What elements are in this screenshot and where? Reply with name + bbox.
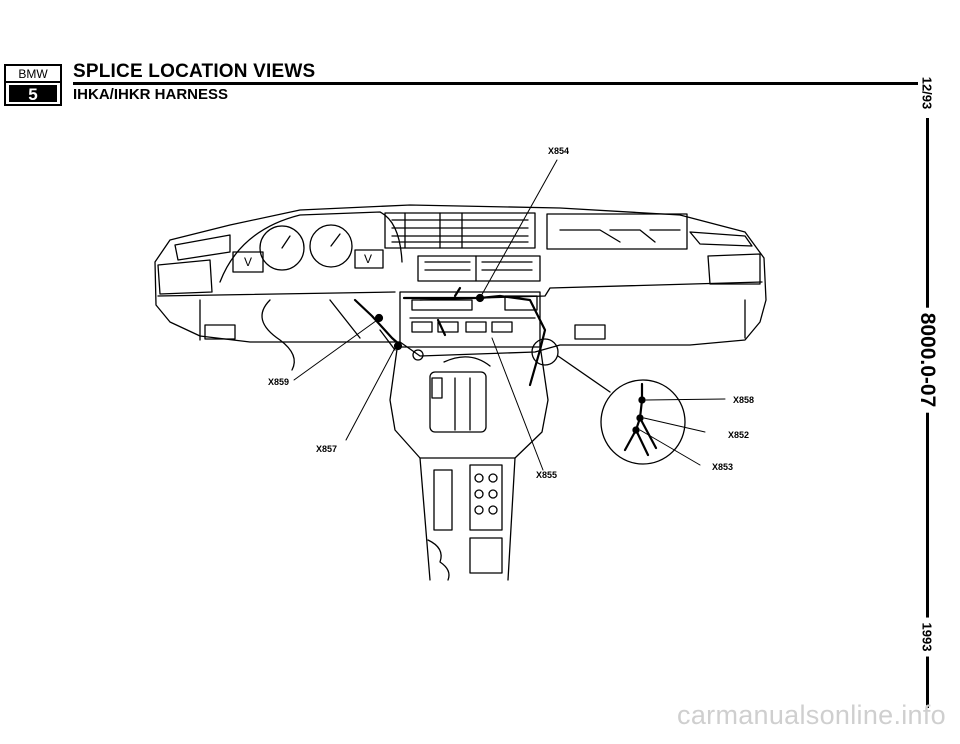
callout-x854: X854: [548, 146, 569, 156]
callout-x857: X857: [316, 444, 337, 454]
bmw-5-series-logo: BMW 5: [4, 64, 62, 106]
svg-text:BMW: BMW: [18, 67, 48, 81]
svg-text:5: 5: [28, 85, 37, 104]
header-rule: [73, 82, 918, 85]
callout-x859: X859: [268, 377, 289, 387]
watermark: carmanualsonline.info: [677, 700, 946, 730]
center-console: [389, 341, 549, 581]
svg-text:V: V: [244, 255, 252, 269]
center-stack: [399, 291, 541, 361]
detail-circle: [531, 338, 686, 465]
callout-labels: X854 X859 X857 X855 X858 X852 X853: [268, 146, 754, 480]
callout-x852: X852: [728, 430, 749, 440]
svg-text:V: V: [364, 252, 372, 266]
leader-lines: [293, 159, 726, 471]
instrument-cluster: V V: [232, 224, 384, 273]
footwell-panel: [261, 299, 396, 371]
callout-x855: X855: [536, 470, 557, 480]
callout-x858: X858: [733, 395, 754, 405]
page-subtitle: IHKA/IHKR HARNESS: [73, 86, 229, 103]
page-title: SPLICE LOCATION VIEWS: [73, 61, 316, 82]
callout-x853: X853: [712, 462, 733, 472]
side-rule: [926, 118, 929, 708]
center-vents: [204, 212, 688, 340]
